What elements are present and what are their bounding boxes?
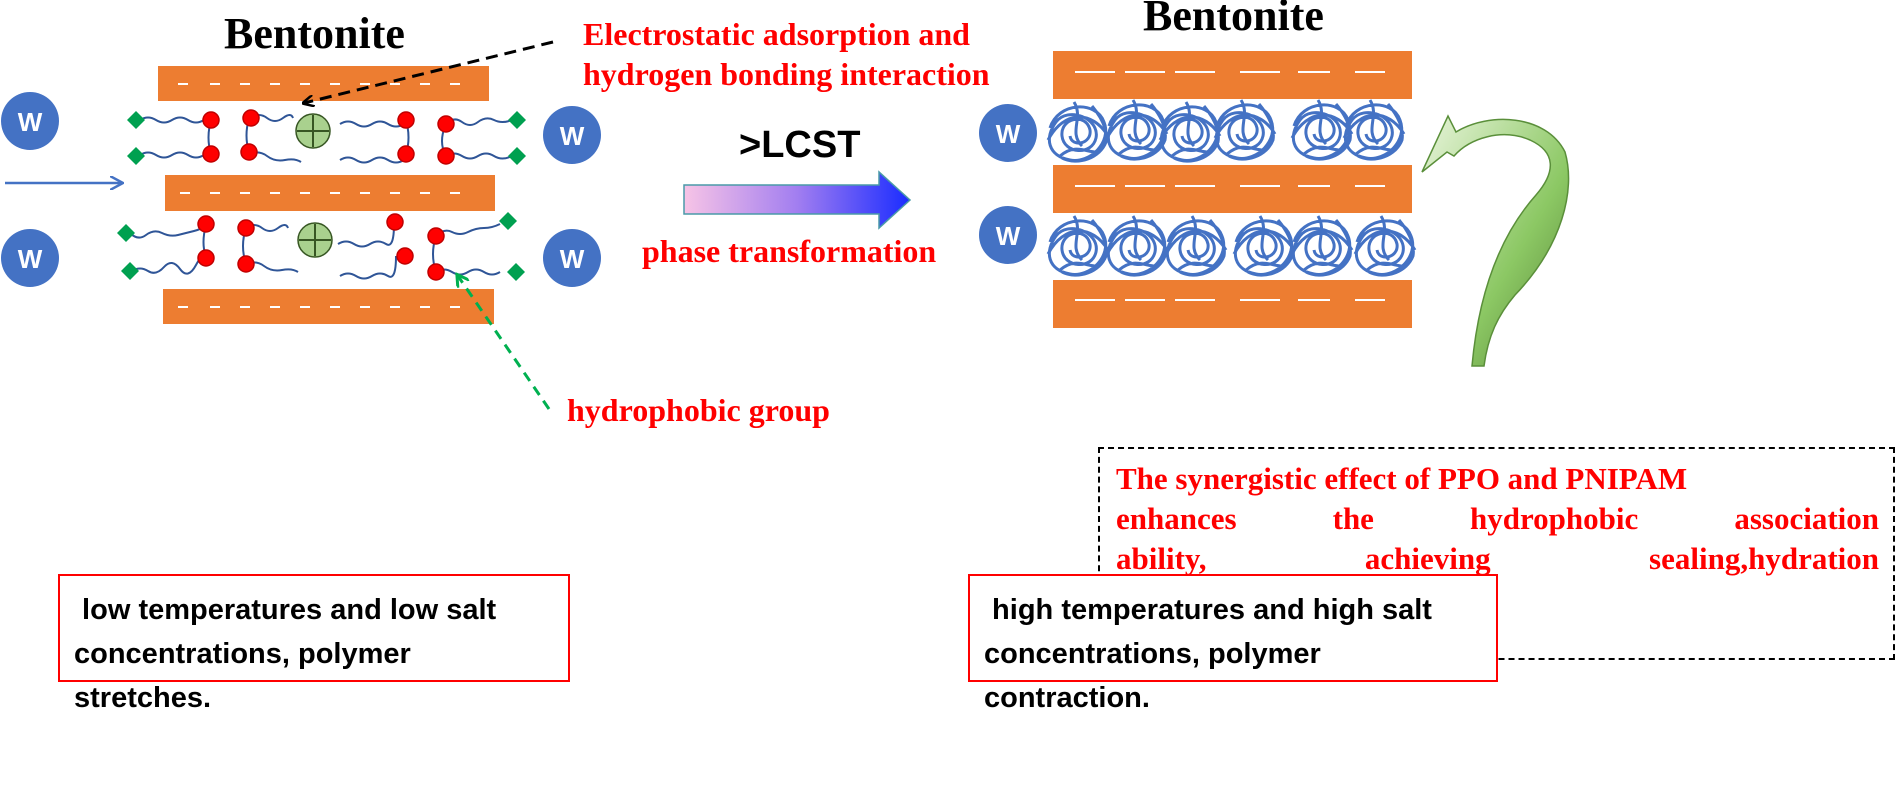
left-clay-layer-bottom (163, 289, 494, 324)
svg-text:W: W (996, 221, 1021, 251)
svg-text:W: W (18, 107, 43, 137)
hydrophobic-end-group (117, 212, 525, 281)
water-molecule: W (1, 229, 59, 287)
right-clay-layer-bottom (1053, 280, 1412, 328)
hydrophobic-end-group (127, 111, 526, 165)
left-caption-line2: concentrations, polymer stretches. (74, 638, 411, 714)
synergy-text-line2: enhances the hydrophobic association (1116, 501, 1879, 536)
polymer-end-group (202, 109, 455, 165)
water-molecule: W (1, 92, 59, 150)
water-molecule: W (543, 229, 601, 287)
cation-plus-icon (295, 113, 331, 149)
hydrophobic-pointer-arrow (458, 276, 551, 410)
water-molecule: W (543, 106, 601, 164)
svg-text:W: W (560, 244, 585, 274)
contracted-polymer-coils-lower (1046, 214, 1417, 277)
svg-text:W: W (996, 119, 1021, 149)
lcst-condition-label: >LCST (739, 124, 860, 166)
svg-text:W: W (18, 244, 43, 274)
right-condition-caption: high temperatures and high salt concentr… (968, 574, 1498, 714)
hydrophobic-group-label: hydrophobic group (567, 392, 830, 428)
left-condition-caption: low temperatures and low salt concentrat… (58, 574, 570, 714)
right-bentonite-title: Bentonite (1143, 0, 1324, 40)
polymer-end-group (197, 213, 445, 281)
left-bentonite-title: Bentonite (224, 9, 405, 58)
phase-transformation-label: phase transformation (642, 233, 936, 269)
water-molecule: W (979, 104, 1037, 162)
right-caption-line2: concentrations, polymer contraction. (984, 638, 1321, 714)
right-clay-layer-middle (1053, 165, 1412, 213)
electrostatic-label-line2: hydrogen bonding interaction (583, 56, 990, 92)
svg-text:W: W (560, 121, 585, 151)
cation-plus-icon (297, 222, 333, 258)
curved-feedback-arrow (1421, 114, 1570, 367)
left-clay-layer-middle (165, 175, 495, 211)
right-clay-layer-top (1053, 51, 1412, 99)
synergy-text-line3: ability, achieving sealing,hydration (1116, 541, 1879, 576)
water-molecule: W (979, 206, 1037, 264)
electrostatic-pointer-arrow (304, 40, 554, 103)
electrostatic-label-line1: Electrostatic adsorption and (583, 16, 970, 52)
phase-transition-arrow (683, 170, 912, 230)
contracted-polymer-coils-upper (1046, 98, 1406, 163)
synergy-text-line1: The synergistic effect of PPO and PNIPAM (1116, 461, 1688, 496)
right-caption-line1: high temperatures and high salt (984, 594, 1432, 626)
left-caption-line1: low temperatures and low salt (74, 594, 497, 626)
